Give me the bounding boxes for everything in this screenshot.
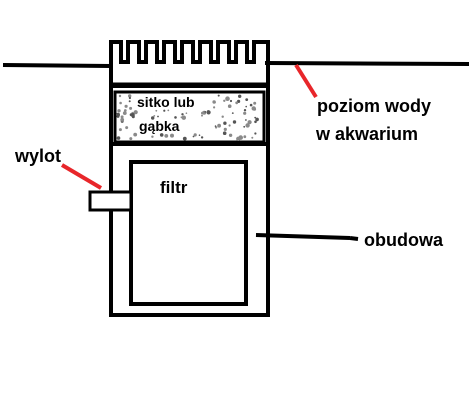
sponge-speckle (192, 135, 195, 138)
sponge-speckle (225, 96, 230, 101)
sponge-speckle (118, 94, 122, 98)
housing-pointer-line (255, 233, 351, 240)
sponge-speckle (229, 99, 233, 103)
sponge-speckle (182, 136, 187, 141)
sponge-speckle (214, 125, 217, 127)
sponge-speckle (118, 128, 122, 132)
sponge-speckle (122, 111, 127, 115)
outlet-pointer (60, 163, 103, 190)
sponge-speckle (235, 101, 239, 105)
sponge-speckle (129, 106, 133, 110)
sponge-speckle (201, 114, 203, 117)
sponge-speckle (223, 99, 226, 103)
sponge-speckle (116, 136, 121, 140)
sponge-speckle (133, 110, 138, 115)
sponge-speckle (245, 119, 247, 121)
sponge-speckle (123, 109, 127, 112)
sponge-speckle (167, 109, 170, 112)
sponge-speckle (254, 132, 257, 135)
housing-pointer-line-end (349, 236, 359, 241)
sponge-speckle (255, 117, 259, 122)
sponge-speckle (157, 115, 159, 118)
sponge-speckle (133, 132, 138, 137)
sponge-speckle (245, 123, 250, 128)
sponge-speckle (117, 109, 121, 113)
water-level-line-right (264, 61, 470, 66)
sponge-speckle (253, 101, 257, 105)
sponge-speckle (128, 94, 132, 98)
sponge-speckle (116, 112, 120, 117)
sponge-speckle (231, 112, 234, 114)
sponge-speckle (181, 113, 184, 116)
water-level-label-line1: poziom wody (317, 96, 431, 116)
sponge-speckle (236, 136, 241, 141)
sponge-speckle (124, 104, 128, 108)
sponge-speckle (185, 112, 188, 114)
sponge-speckle (120, 115, 124, 119)
sponge-speckle (251, 106, 256, 111)
water-level-label-line2: w akwarium (315, 124, 418, 144)
sponge-speckle (217, 94, 220, 97)
sponge-speckle (119, 101, 122, 105)
sponge-speckle (228, 124, 231, 127)
sponge-speckle (151, 135, 154, 138)
sponge-speckle (213, 101, 216, 104)
sponge-speckle (243, 111, 247, 115)
sponge-speckle (174, 116, 177, 119)
sponge-speckle (232, 120, 237, 124)
sponge-speckle (206, 110, 211, 115)
sponge-speckle (223, 121, 227, 125)
sponge-speckle (125, 126, 129, 130)
sponge-speckle (128, 96, 131, 100)
sponge-speckle (193, 133, 197, 137)
sponge-speckle (243, 125, 246, 128)
filter-box (129, 160, 248, 306)
sponge-speckle (164, 134, 169, 138)
sponge-speckle (200, 136, 204, 139)
water-level-pointer (294, 63, 318, 99)
intake-comb (109, 40, 270, 86)
sponge-speckle (243, 109, 247, 112)
sponge-speckle (228, 133, 233, 137)
sponge-speckle (227, 104, 232, 108)
sponge-speckle (163, 109, 166, 112)
sponge-speckles (116, 94, 259, 141)
outlet-label: wylot (14, 146, 61, 166)
sponge-speckle (128, 100, 131, 103)
sponge-speckle (243, 135, 247, 139)
sponge-speckle (221, 115, 224, 118)
sponge-speckle (129, 137, 133, 141)
outlet-box (88, 190, 133, 212)
sponge-speckle (204, 111, 207, 113)
filter-label: filtr (160, 178, 188, 197)
housing-label: obudowa (364, 230, 444, 250)
sponge-speckle (245, 98, 249, 101)
sponge-label-line2: gąbka (139, 118, 180, 134)
sponge-speckle (223, 127, 227, 131)
sponge-speckle (222, 131, 227, 135)
sponge-speckle (251, 136, 254, 139)
sponge-speckle (159, 133, 164, 137)
water-level-line-left (2, 63, 112, 68)
sponge-speckle (245, 105, 247, 108)
sponge-speckle (181, 115, 186, 120)
sponge-label-line1: sitko lub (137, 94, 195, 110)
sponge-speckle (249, 103, 253, 107)
sponge-speckle (120, 117, 125, 122)
sponge-speckle (247, 120, 252, 125)
sponge-speckle (213, 106, 216, 109)
sponge-speckle (254, 120, 257, 124)
sponge-speckle (155, 109, 158, 112)
sponge-speckle (217, 123, 222, 128)
sponge-speckle (153, 115, 156, 117)
sponge-speckle (238, 94, 242, 99)
sponge-speckle (198, 134, 201, 136)
sponge-speckle (170, 133, 174, 138)
sponge-speckle (254, 116, 257, 119)
sponge-speckle (129, 113, 133, 117)
sponge-speckle (151, 116, 155, 120)
